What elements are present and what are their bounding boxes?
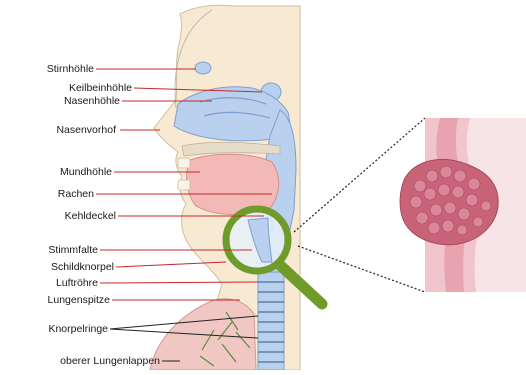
label-oberer-lungenlappen: oberer Lungenlappen	[60, 355, 160, 367]
upper-teeth	[178, 158, 190, 168]
label-mundhoehle: Mundhöhle	[60, 166, 112, 178]
mouth-cavity	[187, 154, 279, 214]
label-luftroehre: Luftröhre	[56, 277, 98, 289]
label-keilbeinhoehle: Keilbeinhöhle	[69, 82, 132, 94]
label-rachen: Rachen	[58, 188, 94, 200]
label-schildknorpel: Schildknorpel	[51, 261, 114, 273]
label-stimmfalte: Stimmfalte	[48, 244, 98, 256]
label-lungenspitze: Lungenspitze	[48, 294, 110, 306]
label-knorpelringe: Knorpelringe	[48, 323, 108, 335]
trachea	[258, 272, 284, 370]
frontal-sinus	[195, 62, 211, 74]
label-stirnhoehle: Stirnhöhle	[47, 63, 94, 75]
zoom-line-bottom	[298, 246, 425, 292]
zoom-panel	[400, 118, 526, 292]
label-kehldeckel: Kehldeckel	[65, 210, 116, 222]
label-nasenhoehle: Nasenhöhle	[64, 95, 120, 107]
label-nasenvorhof: Nasenvorhof	[56, 124, 116, 136]
lower-teeth	[178, 180, 190, 190]
